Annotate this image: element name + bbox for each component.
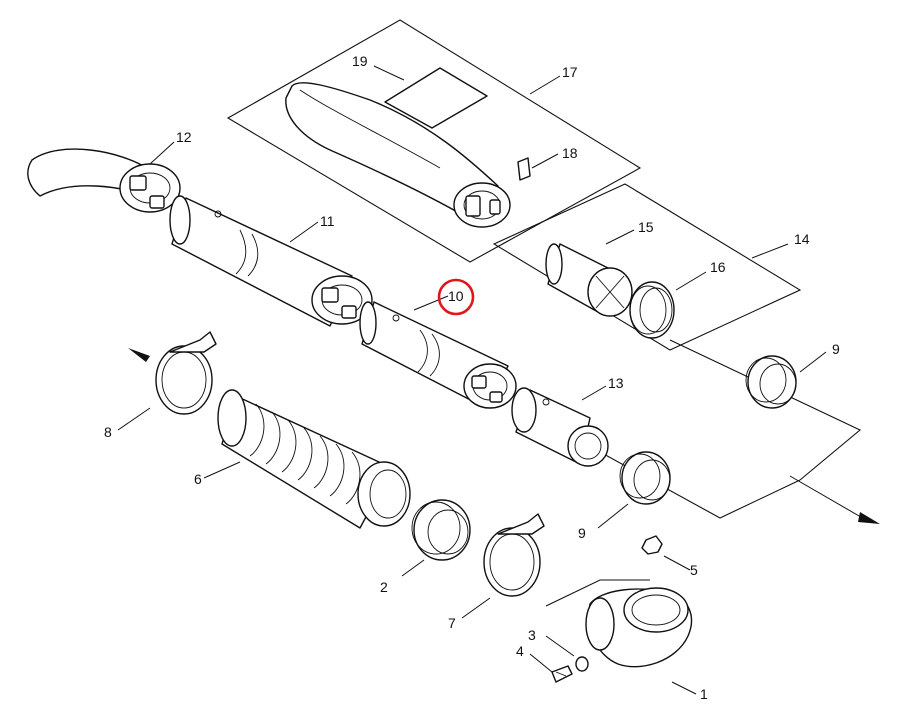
kit-outline-17 <box>226 19 642 263</box>
callout-9-upper: 9 <box>832 341 840 357</box>
callout-15: 15 <box>638 219 654 235</box>
callout-8: 8 <box>104 424 112 440</box>
part-15-adapter <box>545 243 633 317</box>
callout-14: 14 <box>794 231 810 247</box>
part-8-hose-clamp <box>155 331 217 415</box>
part-7-hose-clamp <box>483 513 545 597</box>
part-19-instruction-card <box>384 67 488 129</box>
callout-labels: 1 2 3 4 5 6 7 8 9 9 10 11 12 13 14 15 16… <box>104 53 840 702</box>
part-4-screw <box>551 665 573 683</box>
assembly-outline-9 <box>559 339 862 519</box>
part-6-flex-hose <box>217 389 411 529</box>
callout-9-lower: 9 <box>578 525 586 541</box>
part-9-coupling-lower <box>619 451 671 505</box>
part-1-elbow <box>585 587 693 668</box>
part-17-tube <box>285 82 511 228</box>
direction-arrow-left <box>128 348 150 362</box>
callout-10: 10 <box>448 288 464 304</box>
callout-3: 3 <box>528 627 536 643</box>
callout-19: 19 <box>352 53 368 69</box>
part-10-straight-tube <box>359 301 517 409</box>
callout-12: 12 <box>176 129 192 145</box>
assembly-outline-1 <box>545 579 650 607</box>
callout-10-highlight-circle <box>437 278 475 316</box>
callout-5: 5 <box>690 562 698 578</box>
callout-16: 16 <box>710 259 726 275</box>
part-5-nut <box>641 535 663 555</box>
callout-11: 11 <box>320 213 335 229</box>
part-13-nozzle-tube <box>511 387 609 467</box>
callout-18: 18 <box>562 145 578 161</box>
callout-1: 1 <box>700 686 708 702</box>
part-9-coupling-upper <box>745 355 797 409</box>
part-11-straight-tube <box>169 195 373 327</box>
callout-6: 6 <box>194 471 202 487</box>
part-18-label-tag <box>517 157 531 181</box>
part-16-ring <box>629 281 675 339</box>
callout-2: 2 <box>380 579 388 595</box>
part-2-coupling <box>411 499 471 561</box>
callout-17: 17 <box>562 64 578 80</box>
callout-13: 13 <box>608 375 624 391</box>
leader-lines <box>117 65 827 695</box>
part-3-o-ring <box>575 656 589 672</box>
callout-4: 4 <box>516 643 524 659</box>
part-12-curved-tube <box>27 148 181 213</box>
callout-7: 7 <box>448 615 456 631</box>
direction-arrow-right <box>789 475 880 524</box>
